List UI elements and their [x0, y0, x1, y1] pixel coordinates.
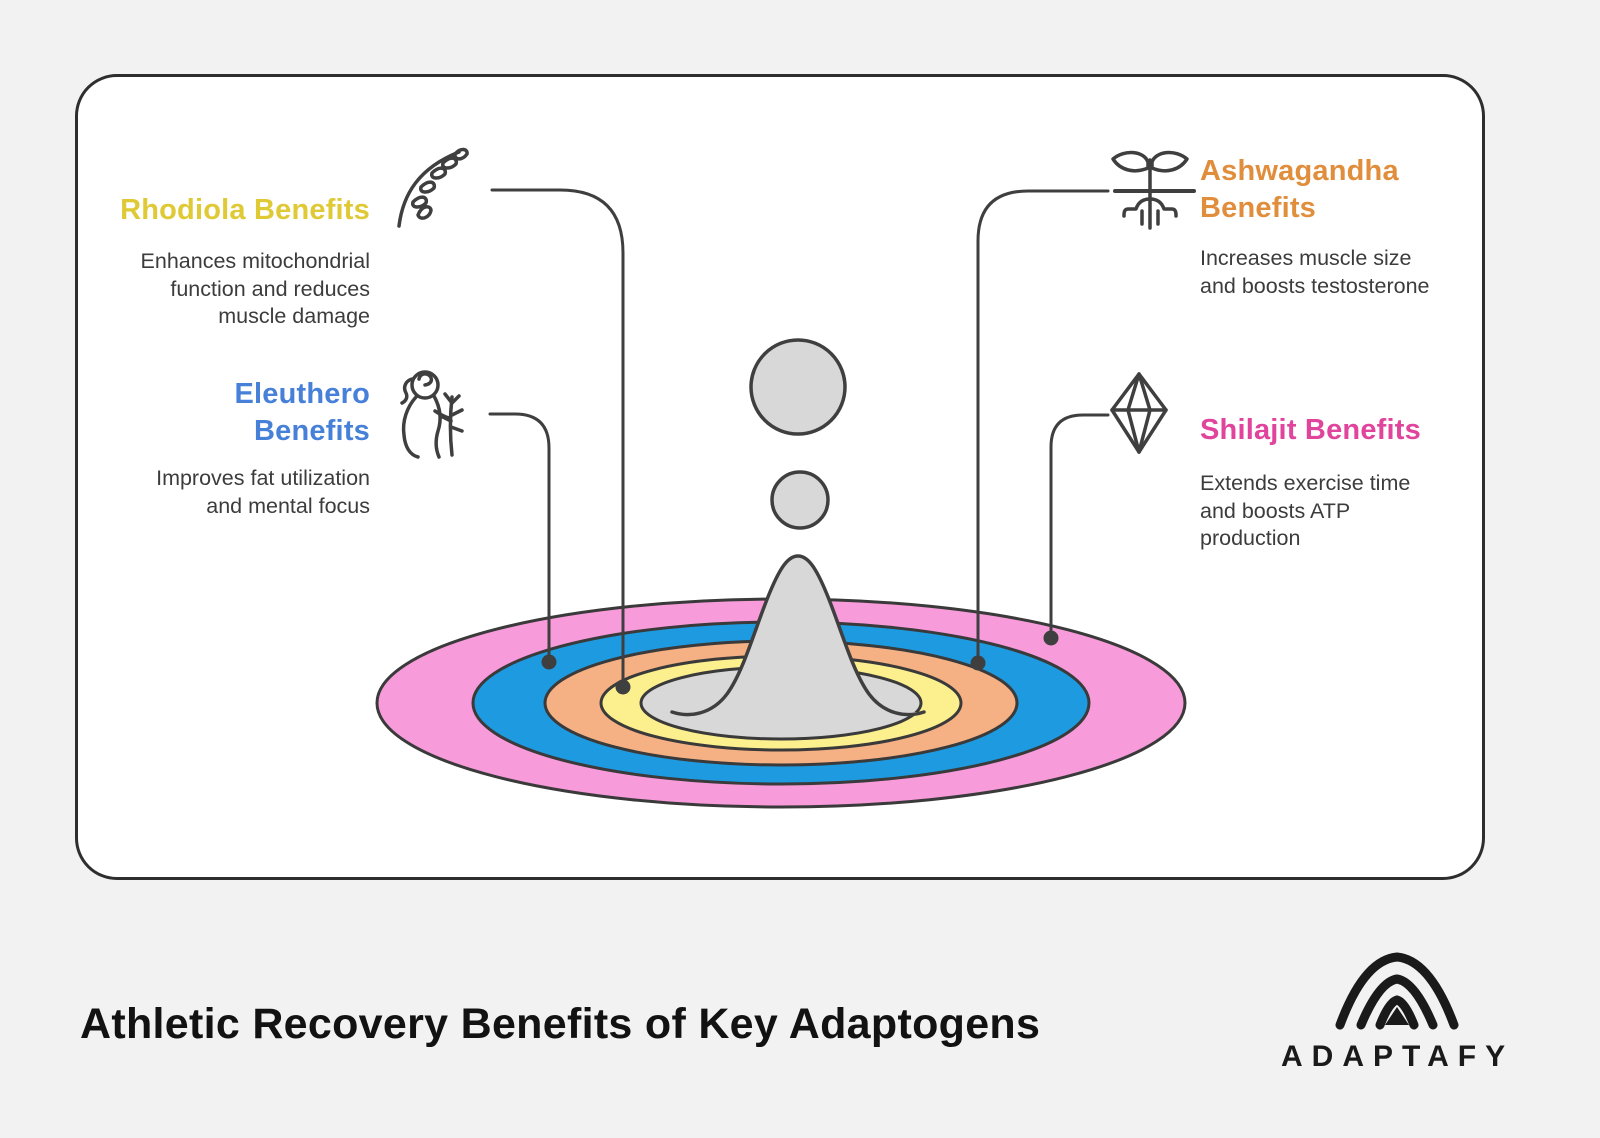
- ashwagandha-heading: Ashwagandha Benefits: [1200, 153, 1530, 227]
- rhodiola-description: Enhances mitochondrial function and redu…: [60, 248, 370, 331]
- desc-line: production: [1200, 526, 1301, 550]
- ashwagandha-seedling-icon: [1111, 150, 1196, 230]
- eleuthero-description: Improves fat utilization and mental focu…: [60, 465, 370, 520]
- desc-line: Enhances mitochondrial: [140, 249, 370, 273]
- desc-line: and mental focus: [206, 493, 370, 518]
- ashwagandha-heading-line: Benefits: [1200, 192, 1317, 224]
- rhodiola-heading: Rhodiola Benefits: [60, 192, 370, 229]
- desc-line: function and reduces: [170, 276, 370, 301]
- eleuthero-figure-icon: [400, 370, 464, 459]
- desc-line: Extends exercise time: [1200, 471, 1411, 495]
- desc-line: Increases muscle size: [1200, 246, 1412, 270]
- desc-line: and boosts ATP: [1200, 498, 1351, 523]
- shilajit-description: Extends exercise time and boosts ATP pro…: [1200, 470, 1530, 553]
- ashwagandha-description: Increases muscle size and boosts testost…: [1200, 245, 1530, 300]
- desc-line: and boosts testosterone: [1200, 273, 1430, 298]
- ashwagandha-connector-dot: [970, 655, 986, 671]
- droplet-small: [770, 470, 830, 530]
- eleuthero-heading-line: Benefits: [253, 415, 370, 447]
- shilajit-heading: Shilajit Benefits: [1200, 412, 1530, 449]
- desc-line: Improves fat utilization: [156, 466, 370, 490]
- ashwagandha-heading-line: Ashwagandha: [1200, 155, 1399, 187]
- splash-column: [670, 554, 926, 717]
- shilajit-heading-line: Shilajit Benefits: [1200, 414, 1421, 446]
- ashwagandha-connector-line: [976, 189, 1110, 665]
- eleuthero-connector-dot: [541, 654, 557, 670]
- desc-line: muscle damage: [218, 304, 370, 328]
- rhodiola-connector-line: [490, 188, 625, 689]
- eleuthero-connector-line: [488, 412, 551, 664]
- rhodiola-heading-line: Rhodiola Benefits: [120, 194, 370, 226]
- rhodiola-connector-dot: [615, 679, 631, 695]
- brand-wordmark: ADAPTAFY: [1281, 1040, 1515, 1073]
- eleuthero-heading: Eleuthero Benefits: [60, 376, 370, 450]
- eleuthero-heading-line: Eleuthero: [234, 378, 370, 410]
- adaptafy-logo-icon: [1335, 952, 1459, 1030]
- page-title: Athletic Recovery Benefits of Key Adapto…: [80, 1000, 1041, 1048]
- shilajit-connector-dot: [1043, 630, 1059, 646]
- rhodiola-sprig-icon: [397, 147, 469, 228]
- shilajit-crystal-icon: [1110, 372, 1168, 454]
- shilajit-connector-line: [1049, 413, 1110, 640]
- droplet-large: [749, 338, 847, 436]
